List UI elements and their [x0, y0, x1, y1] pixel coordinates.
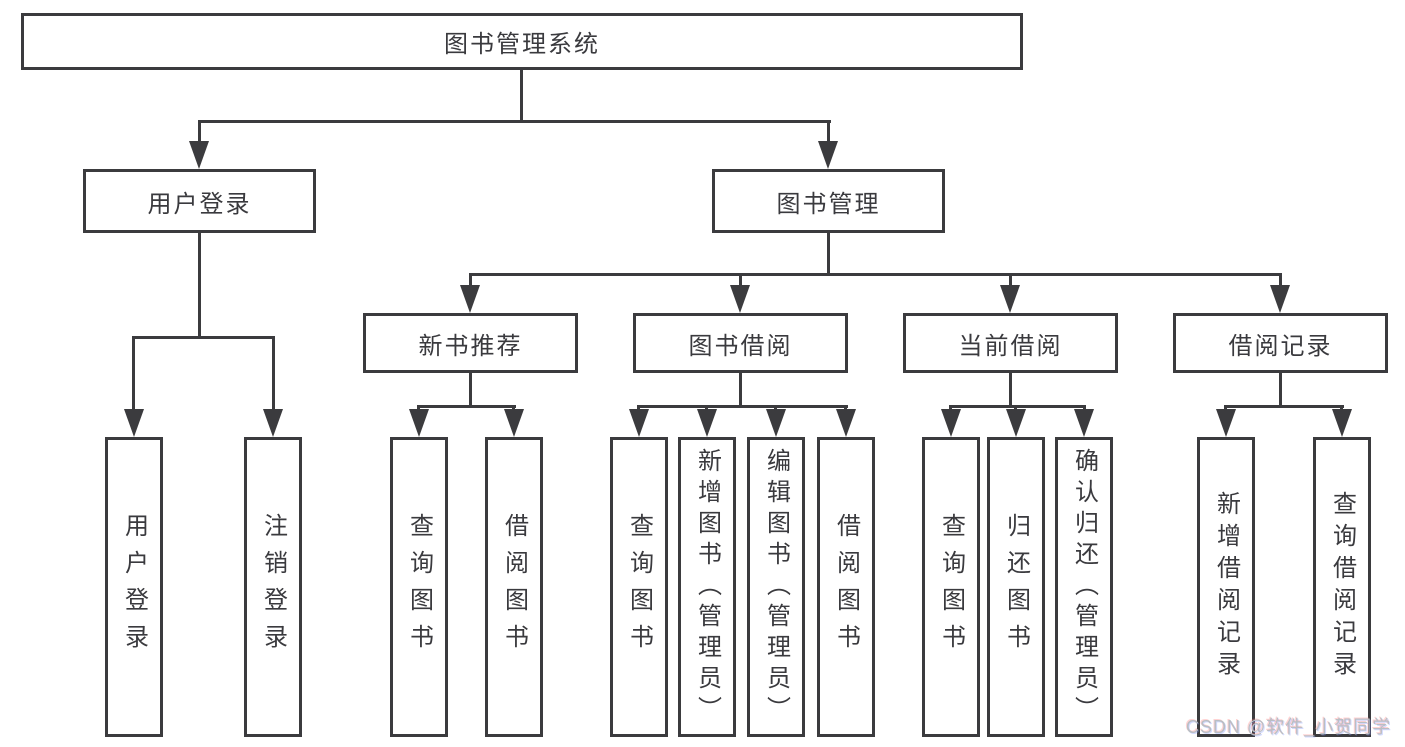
connector-line: [469, 273, 472, 288]
arrow-down-icon: [409, 409, 429, 437]
leaf-query-books-recommend: 查询图书: [390, 437, 448, 737]
leaf-return-book: 归还图书: [987, 437, 1045, 737]
node-label: 用户登录: [147, 190, 252, 218]
node-label: 当前借阅: [958, 332, 1063, 360]
connector-line: [1279, 273, 1282, 288]
node-label: 图书借阅: [688, 332, 793, 360]
node-label: 新增借阅记录: [1212, 491, 1240, 683]
connector-line: [739, 373, 742, 407]
node-label: 查询借阅记录: [1328, 491, 1356, 683]
node-label: 编辑图书（管理员）: [762, 447, 790, 727]
node-label: 新增图书（管理员）: [693, 447, 721, 727]
node-label: 借阅图书: [500, 513, 528, 661]
node-user-login: 用户登录: [83, 169, 316, 233]
connector-line: [132, 336, 135, 413]
node-label: 查询图书: [937, 513, 965, 661]
leaf-borrow-books-recommend: 借阅图书: [485, 437, 543, 737]
arrow-down-icon: [124, 409, 144, 437]
leaf-user-login: 用户登录: [105, 437, 163, 737]
node-label: 图书管理系统: [444, 31, 600, 58]
arrow-down-icon: [836, 409, 856, 437]
node-label: 借阅图书: [832, 513, 860, 661]
arrow-down-icon: [730, 285, 750, 313]
leaf-logout: 注销登录: [244, 437, 302, 737]
node-book-borrowing: 图书借阅: [633, 313, 848, 373]
arrow-down-icon: [1216, 409, 1236, 437]
connector-line: [1279, 373, 1282, 407]
leaf-edit-book-admin: 编辑图书（管理员）: [747, 437, 805, 737]
node-label: 查询图书: [625, 513, 653, 661]
leaf-borrow-books-borrowing: 借阅图书: [817, 437, 875, 737]
arrow-down-icon: [1332, 409, 1352, 437]
leaf-add-book-admin: 新增图书（管理员）: [678, 437, 736, 737]
connector-line: [198, 120, 831, 123]
node-book-management: 图书管理: [712, 169, 945, 233]
arrow-down-icon: [818, 141, 838, 169]
connector-line: [739, 273, 742, 288]
node-label: 注销登录: [259, 513, 287, 661]
node-label: 借阅记录: [1228, 332, 1333, 360]
arrow-down-icon: [766, 409, 786, 437]
arrow-down-icon: [1000, 285, 1020, 313]
connector-line: [827, 233, 830, 275]
arrow-down-icon: [263, 409, 283, 437]
watermark: CSDN @软件_小贺同学: [1186, 717, 1392, 737]
leaf-confirm-return-admin: 确认归还（管理员）: [1055, 437, 1113, 737]
node-label: 归还图书: [1002, 513, 1030, 661]
node-borrow-records: 借阅记录: [1173, 313, 1388, 373]
arrow-down-icon: [189, 141, 209, 169]
leaf-query-borrow-record: 查询借阅记录: [1313, 437, 1371, 737]
node-library-management-system: 图书管理系统: [21, 13, 1023, 70]
arrow-down-icon: [504, 409, 524, 437]
connector-line: [198, 233, 201, 338]
arrow-down-icon: [941, 409, 961, 437]
connector-line: [1009, 273, 1012, 288]
connector-line: [417, 405, 516, 408]
arrow-down-icon: [1270, 285, 1290, 313]
arrow-down-icon: [629, 409, 649, 437]
connector-line: [469, 373, 472, 407]
arrow-down-icon: [460, 285, 480, 313]
arrow-down-icon: [697, 409, 717, 437]
connector-line: [198, 120, 201, 145]
arrow-down-icon: [1074, 409, 1094, 437]
connector-line: [272, 336, 275, 413]
connector-line: [520, 70, 523, 122]
leaf-query-books-borrowing: 查询图书: [610, 437, 668, 737]
node-current-borrowing: 当前借阅: [903, 313, 1118, 373]
node-label: 新书推荐: [418, 332, 523, 360]
connector-line: [1009, 373, 1012, 407]
connector-line: [469, 273, 1282, 276]
connector-line: [949, 405, 1086, 408]
node-label: 图书管理: [776, 190, 881, 218]
node-new-book-recommend: 新书推荐: [363, 313, 578, 373]
connector-line: [637, 405, 848, 408]
arrow-down-icon: [1006, 409, 1026, 437]
connector-line: [132, 336, 275, 339]
node-label: 用户登录: [120, 513, 148, 661]
leaf-query-books-current: 查询图书: [922, 437, 980, 737]
connector-line: [1224, 405, 1344, 408]
node-label: 确认归还（管理员）: [1070, 447, 1098, 727]
connector-line: [827, 120, 830, 145]
leaf-add-borrow-record: 新增借阅记录: [1197, 437, 1255, 737]
node-label: 查询图书: [405, 513, 433, 661]
